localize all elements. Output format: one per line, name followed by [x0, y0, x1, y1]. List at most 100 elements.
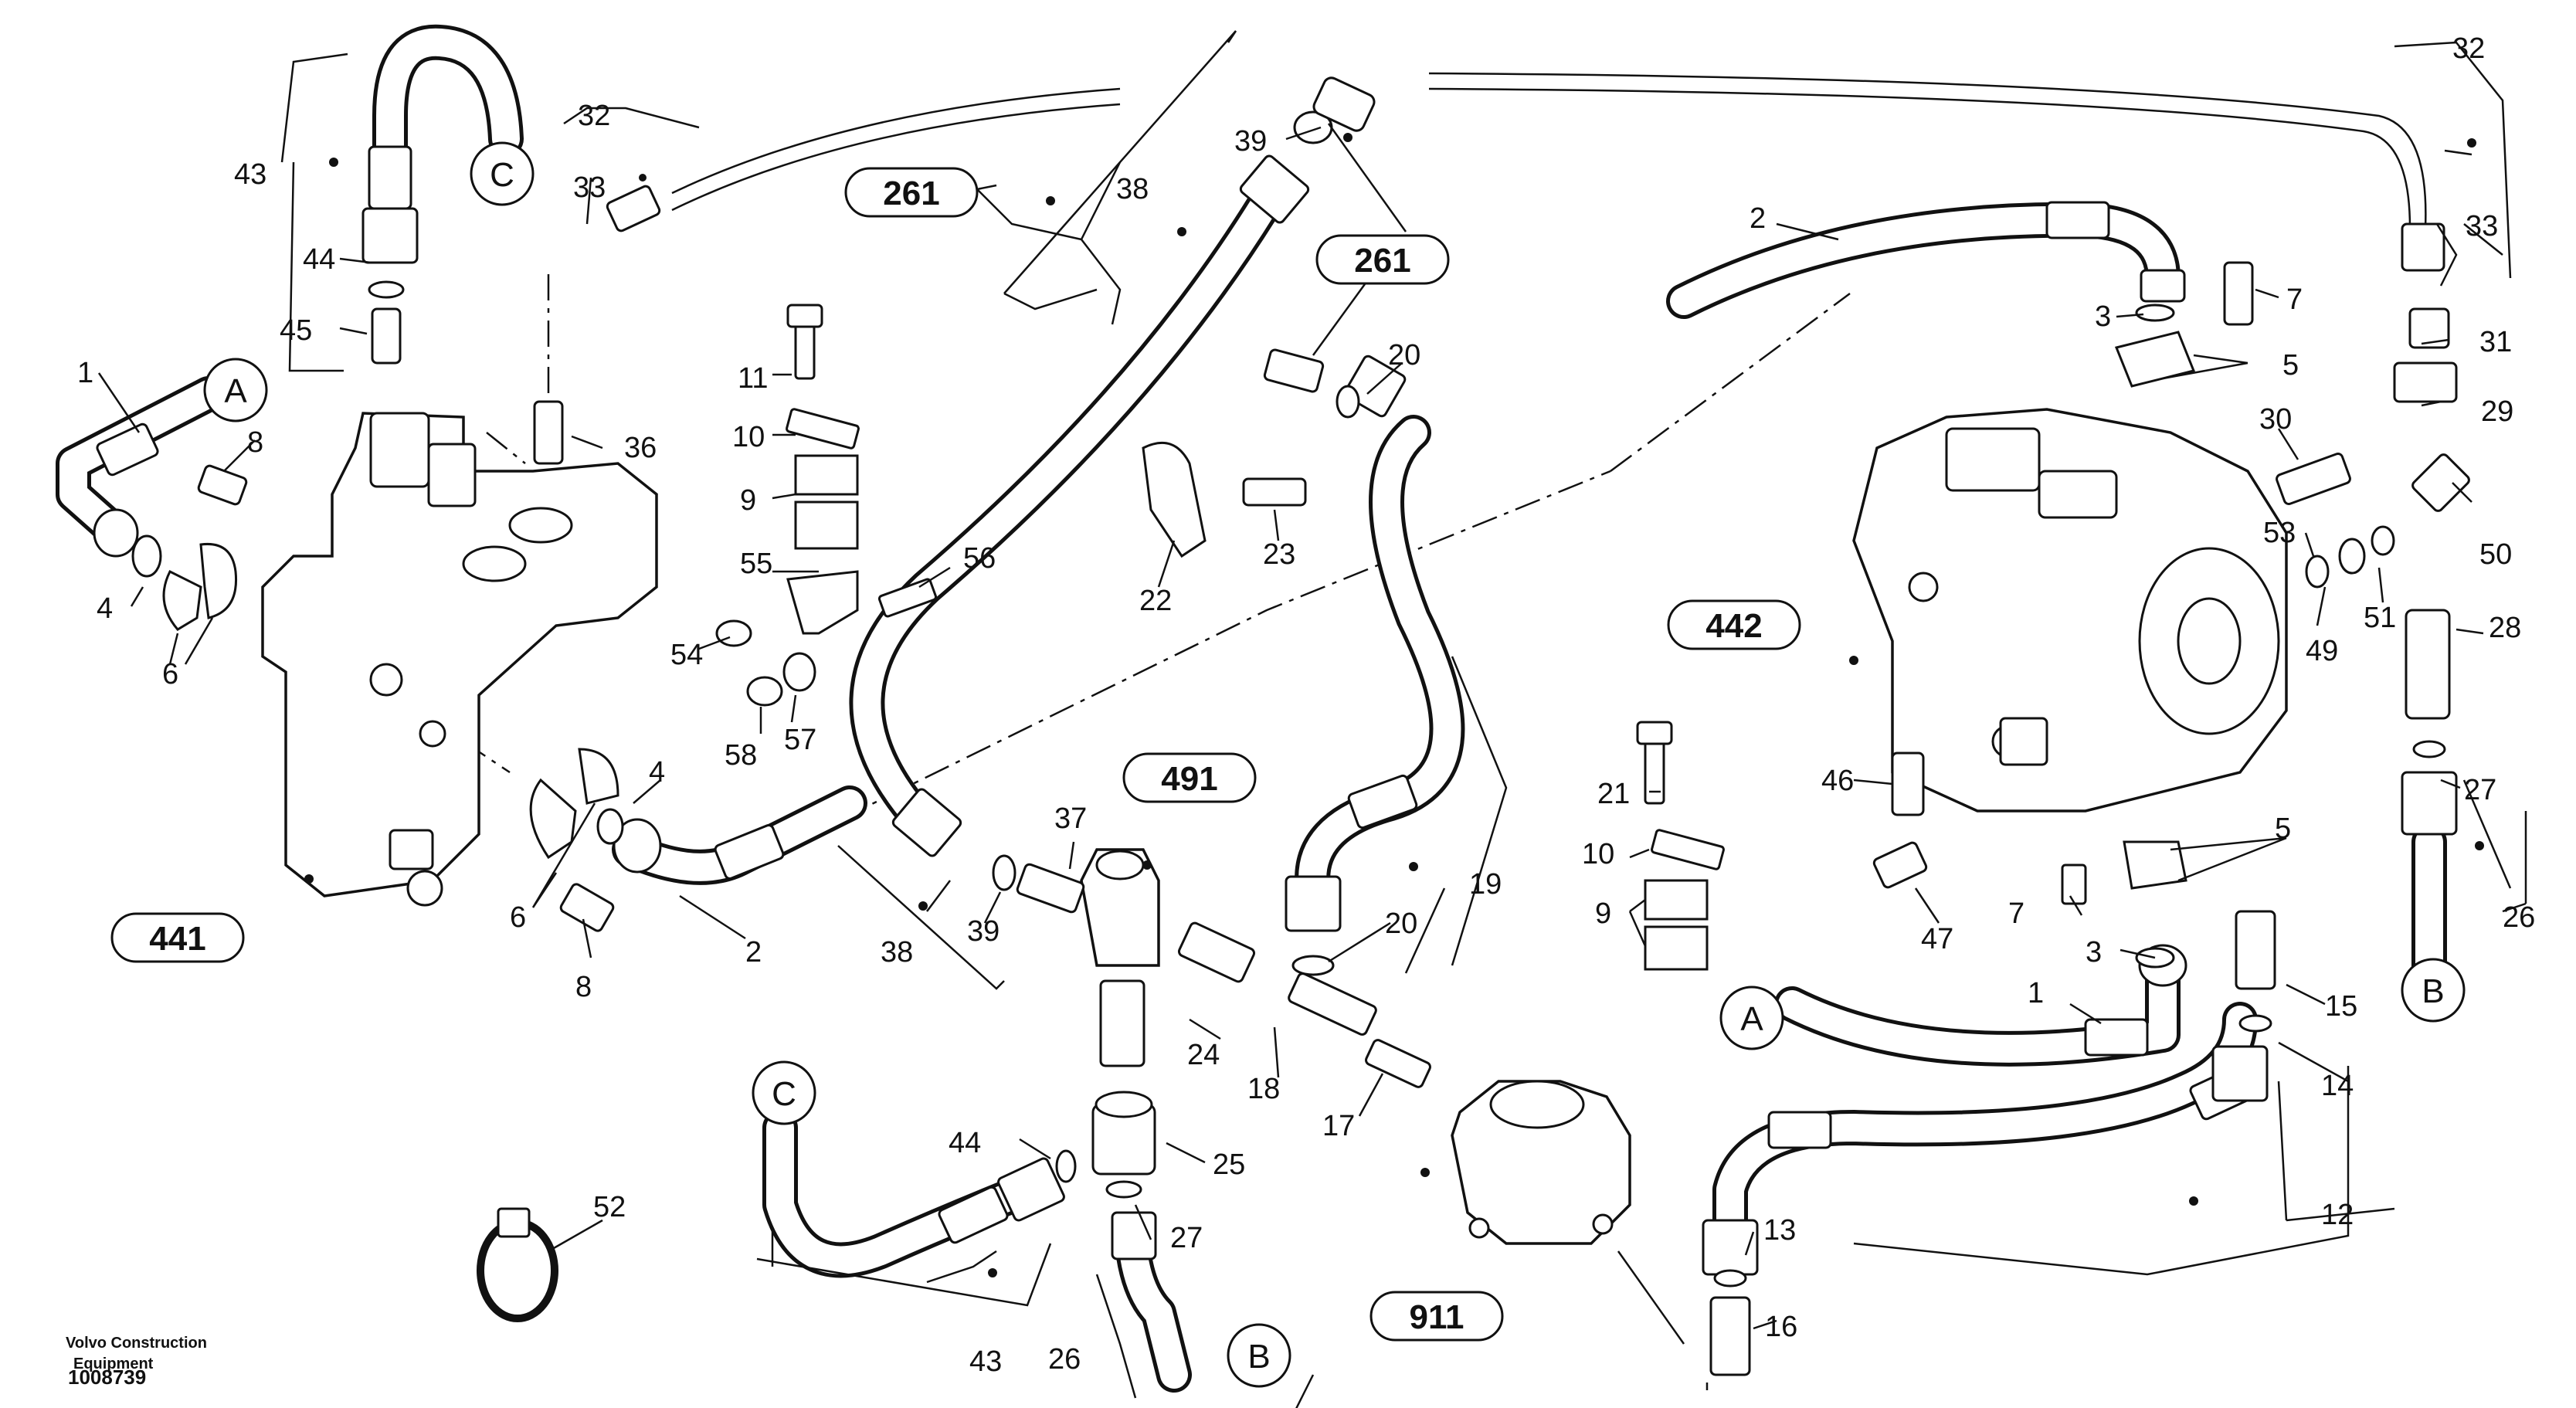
part-label: 9 — [1595, 897, 1611, 930]
hose-38-long — [849, 154, 1310, 857]
reference-numbers: 261 261 442 491 441 911 — [110, 167, 1801, 1342]
part-label: 6 — [162, 658, 178, 690]
part-label: 13 — [1763, 1214, 1796, 1247]
part-label: 43 — [969, 1345, 1002, 1378]
fittings — [131, 76, 2470, 1376]
reference-number: 261 — [1354, 242, 1410, 280]
part-label: 5 — [2275, 813, 2291, 845]
hose-1-left — [56, 376, 226, 558]
part-label: 27 — [1170, 1222, 1203, 1254]
routing-line-left — [841, 470, 1611, 820]
connection-marker: A — [224, 372, 247, 410]
part-label: 58 — [725, 739, 757, 772]
part-label: 12 — [2321, 1199, 2354, 1231]
part-label: 7 — [2286, 283, 2303, 316]
connection-markers: A C C B A B — [203, 141, 2466, 1388]
part-label: 8 — [575, 971, 592, 1003]
part-label: 32 — [578, 100, 610, 132]
hose-27-26-right — [2401, 771, 2458, 999]
reference-number: 261 — [883, 175, 939, 212]
connection-marker: A — [1740, 1000, 1763, 1038]
part-label: 17 — [1322, 1110, 1355, 1142]
part-label: 26 — [1048, 1343, 1081, 1376]
part-label: 1 — [77, 357, 93, 389]
part-label: 20 — [1385, 908, 1417, 940]
part-label: 50 — [2479, 538, 2512, 571]
connection-marker: C — [772, 1075, 796, 1113]
cross-25 — [1091, 1091, 1156, 1176]
footer: Volvo Construction Equipment 1008739 — [66, 1335, 207, 1389]
part-label: 53 — [2263, 517, 2296, 549]
part-label: 4 — [97, 592, 113, 625]
part-label: 39 — [967, 915, 1000, 948]
part-label: 43 — [234, 158, 266, 191]
part-labels: 1 4 6 8 43 44 45 32 33 36 11 10 9 55 56 … — [77, 32, 2535, 1378]
part-label: 51 — [2364, 602, 2396, 634]
part-label: 32 — [2452, 32, 2485, 65]
part-label: 3 — [2095, 300, 2111, 333]
part-label: 37 — [1054, 802, 1087, 835]
pump-911 — [1451, 1080, 1631, 1245]
part-label: 38 — [1116, 173, 1149, 205]
part-label: 20 — [1388, 339, 1420, 372]
part-label: 15 — [2325, 990, 2357, 1023]
reference-number: 442 — [1705, 607, 1762, 645]
part-label: 9 — [740, 484, 756, 517]
part-label: 52 — [593, 1191, 626, 1223]
part-label: 7 — [2008, 897, 2024, 930]
hose-2-right — [1666, 201, 2186, 319]
part-label: 45 — [280, 314, 312, 347]
part-label: 25 — [1213, 1148, 1245, 1181]
hose-43-bottom — [762, 1110, 1065, 1278]
hose-32-left — [606, 87, 1121, 232]
hose-32-right — [1428, 72, 2445, 272]
hose-43-top — [361, 24, 524, 264]
part-label: 8 — [247, 426, 263, 459]
part-label: 46 — [1821, 765, 1854, 797]
connection-marker: C — [490, 156, 514, 194]
part-label: 2 — [1750, 202, 1766, 235]
part-label: 31 — [2479, 326, 2512, 358]
part-label: 36 — [624, 432, 657, 464]
part-label: 28 — [2489, 612, 2521, 644]
part-label: 54 — [670, 639, 703, 671]
part-label: 2 — [745, 936, 762, 969]
part-label: 55 — [740, 548, 772, 580]
part-label: 6 — [510, 901, 526, 934]
part-label: 21 — [1597, 778, 1630, 810]
part-label: 16 — [1765, 1311, 1797, 1343]
connection-marker: B — [1247, 1338, 1270, 1376]
part-label: 26 — [2503, 901, 2535, 934]
part-label: 49 — [2306, 635, 2338, 667]
part-label: 44 — [949, 1127, 981, 1159]
hose-2-left — [612, 785, 867, 885]
part-label: 14 — [2321, 1070, 2354, 1102]
part-label: 10 — [732, 421, 765, 453]
part-label: 57 — [784, 724, 816, 756]
reference-number: 441 — [149, 920, 205, 958]
motor-441 — [261, 412, 658, 907]
part-label: 33 — [573, 171, 606, 204]
part-label: 47 — [1921, 923, 1953, 955]
reference-number: 911 — [1410, 1298, 1464, 1336]
part-label: 29 — [2481, 395, 2513, 428]
part-label: 44 — [303, 243, 335, 276]
part-label: 18 — [1247, 1073, 1280, 1105]
part-label: 24 — [1187, 1039, 1220, 1071]
part-label: 22 — [1139, 585, 1172, 617]
hose-1-right — [1774, 944, 2187, 1067]
part-label: 1 — [2028, 977, 2044, 1009]
part-label: 11 — [738, 362, 768, 395]
part-label: 19 — [1469, 868, 1502, 901]
part-label: 4 — [649, 756, 665, 789]
part-label: 38 — [881, 936, 913, 969]
reference-number: 491 — [1161, 760, 1217, 798]
part-label: 10 — [1582, 838, 1614, 870]
leader-lines — [97, 30, 2527, 1408]
part-label: 33 — [2466, 210, 2498, 243]
pump-442 — [1852, 408, 2288, 813]
part-label: 27 — [2464, 774, 2496, 806]
company-name: Volvo Construction — [66, 1335, 207, 1352]
part-label: 5 — [2282, 349, 2299, 382]
